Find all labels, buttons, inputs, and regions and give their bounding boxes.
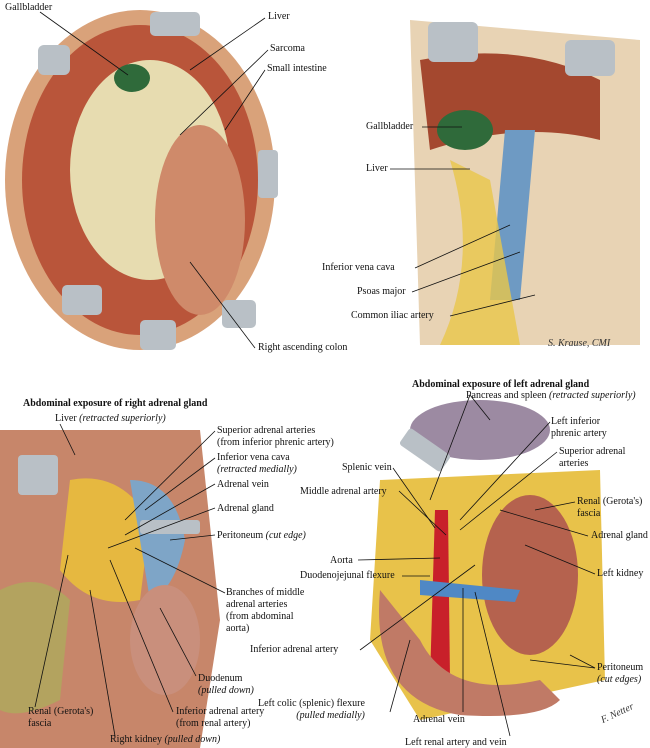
label-line: (from abdominal <box>226 611 294 622</box>
label-duodenojejunal-flexure: Duodenojejunal flexure <box>300 570 395 581</box>
title-right-adrenal: Abdominal exposure of right adrenal glan… <box>23 398 208 409</box>
label-liver: Liver <box>268 11 290 22</box>
label-gallbladder: Gallbladder <box>5 2 53 13</box>
label-line: Branches of middle <box>226 587 305 598</box>
label-renal-fascia-left: Renal (Gerota's)fascia <box>577 496 642 520</box>
label-common-iliac-artery: Common iliac artery <box>351 310 434 321</box>
label-adrenal-gland: Adrenal gland <box>217 503 274 514</box>
label-renal-fascia: Renal (Gerota's)fascia <box>28 706 93 730</box>
label-note: (pulled down) <box>198 685 254 696</box>
label-line: Duodenum <box>198 673 243 684</box>
label-line: Left colic (splenic) flexure <box>258 698 365 709</box>
label-right-kidney: Right kidney (pulled down) <box>110 734 220 746</box>
label-adrenal-gland-left: Adrenal gland <box>591 530 648 541</box>
label-line: fascia <box>577 508 601 519</box>
label-line: Renal (Gerota's) <box>28 706 94 717</box>
label-note: (pulled medially) <box>296 710 365 721</box>
label-adrenal-vein-left: Adrenal vein <box>413 714 465 725</box>
label-line: Superior adrenal <box>559 446 626 457</box>
label-line: Peritoneum <box>597 662 644 673</box>
label-splenic-vein: Splenic vein <box>342 462 392 473</box>
label-line: adrenal arteries <box>226 599 288 610</box>
label-gallbladder-right: Gallbladder <box>366 121 414 132</box>
top-right-illustration <box>410 20 640 345</box>
label-note: (retracted medially) <box>217 464 297 475</box>
label-small-intestine: Small intestine <box>267 63 327 74</box>
label-text: Right kidney <box>110 734 162 745</box>
label-note: (cut edge) <box>265 530 306 541</box>
label-middle-adrenal-artery: Middle adrenal artery <box>300 486 387 497</box>
label-left-colic-flexure: Left colic (splenic) flexure(pulled medi… <box>258 698 365 722</box>
label-right-ascending-colon: Right ascending colon <box>258 342 348 353</box>
label-inferior-adrenal-artery: Inferior adrenal artery(from renal arter… <box>176 706 264 730</box>
label-line: Renal (Gerota's) <box>577 496 643 507</box>
label-note: (pulled down) <box>164 734 221 745</box>
label-aorta: Aorta <box>330 555 353 566</box>
label-note: (retracted superiorly) <box>549 390 636 401</box>
label-line: (from renal artery) <box>176 718 251 729</box>
signature-krause: S. Krause, CMI <box>548 338 611 349</box>
label-liver-right: Liver <box>366 163 388 174</box>
label-left-renal-artery-vein: Left renal artery and vein <box>405 737 507 748</box>
label-note: (retracted superiorly) <box>79 413 166 424</box>
label-line: phrenic artery <box>551 428 607 439</box>
label-superior-adrenal-arteries: Superior adrenal arteries(from inferior … <box>217 425 334 449</box>
label-inferior-vena-cava: Inferior vena cava <box>322 262 395 273</box>
label-peritoneum-left: Peritoneum(cut edges) <box>597 662 643 686</box>
label-adrenal-vein: Adrenal vein <box>217 479 269 490</box>
leader-lines <box>34 11 596 737</box>
label-line: aorta) <box>226 623 250 634</box>
title-left-adrenal: Abdominal exposure of left adrenal gland <box>412 379 590 390</box>
label-left-kidney: Left kidney <box>597 568 644 579</box>
label-line: Inferior vena cava <box>217 452 290 463</box>
label-line: arteries <box>559 458 589 469</box>
label-pancreas-spleen: Pancreas and spleen (retracted superiorl… <box>466 390 636 402</box>
label-text: Peritoneum <box>217 530 264 541</box>
label-duodenum: Duodenum(pulled down) <box>198 673 254 697</box>
label-sarcoma: Sarcoma <box>270 43 305 54</box>
label-line: Superior adrenal arteries <box>217 425 316 436</box>
label-line: fascia <box>28 718 52 729</box>
label-liver-retracted: Liver (retracted superiorly) <box>55 413 166 425</box>
label-note: (cut edges) <box>597 674 642 685</box>
label-peritoneum: Peritoneum (cut edge) <box>217 530 306 542</box>
label-text: Liver <box>55 413 77 424</box>
bottom-left-illustration <box>0 430 220 748</box>
bottom-right-illustration <box>370 400 605 720</box>
label-psoas-major: Psoas major <box>357 286 406 297</box>
top-left-illustration <box>5 10 278 350</box>
label-ivc-retracted: Inferior vena cava(retracted medially) <box>217 452 297 476</box>
label-line: (from inferior phrenic artery) <box>217 437 334 448</box>
label-text: Pancreas and spleen <box>466 390 547 401</box>
label-line: Left inferior <box>551 416 601 427</box>
label-inferior-adrenal-artery-left: Inferior adrenal artery <box>250 644 339 655</box>
label-line: Inferior adrenal artery <box>176 706 265 717</box>
